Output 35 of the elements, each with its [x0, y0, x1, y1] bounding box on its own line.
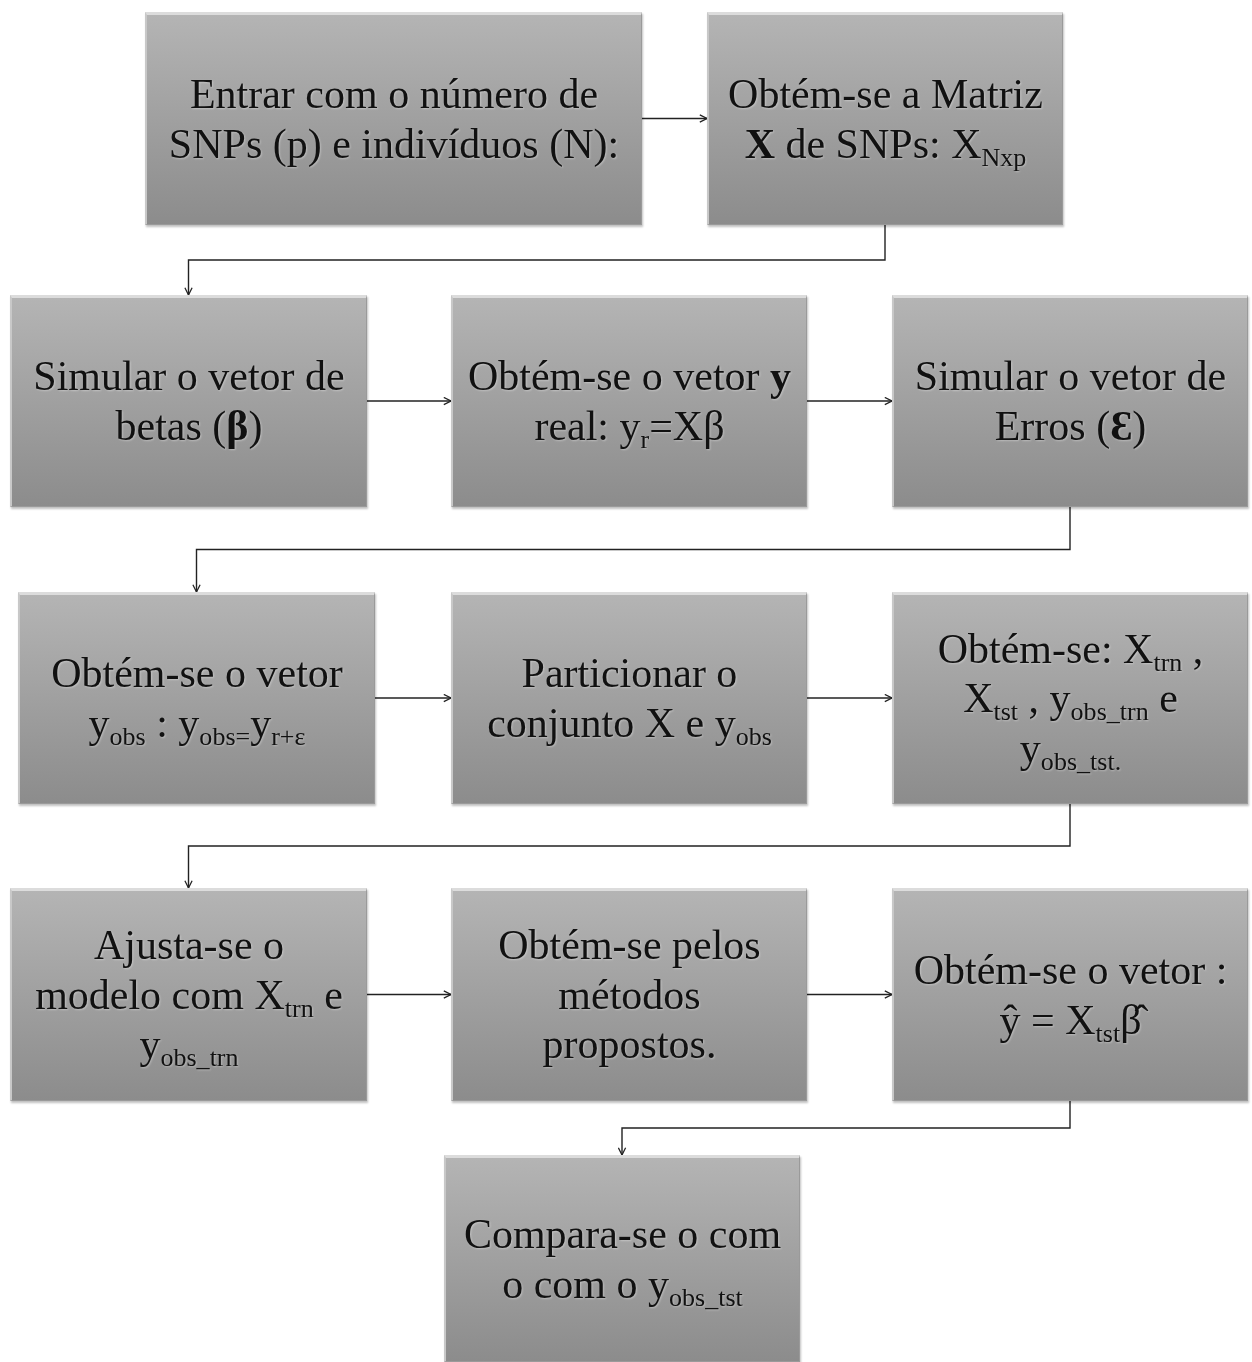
arrow [192, 506, 1071, 593]
arrow [374, 693, 452, 703]
process-box [145, 12, 642, 225]
process-box [10, 295, 367, 507]
arrow [184, 803, 1071, 889]
step-text: Simular o vetor de betas (β) [32, 352, 346, 451]
step-text: Obtém-se: X$_{trn}$ , X$_{tst}$ , y$_{obs_trn}$ e y$_{obs_tst.}$ [936, 624, 1205, 774]
step-text: Simular o vetor de Erros (Ɛ) [913, 352, 1228, 451]
arrow [806, 396, 893, 406]
arrow [366, 990, 452, 999]
process-box [892, 295, 1248, 507]
process-box [451, 888, 807, 1101]
step-text: Obtém-se o vetor y real: y$_{r}$=Xβ [467, 352, 792, 452]
arrow [366, 396, 452, 406]
step-text: Compara-se o com o com o y$_{obs_tst}$ [462, 1209, 783, 1310]
arrow [184, 224, 886, 296]
process-box [451, 592, 807, 804]
step-text: Obtém-se o vetor : ŷ = X$_{tst}$β̂ [912, 945, 1229, 1046]
arrow [806, 693, 893, 703]
process-box [892, 888, 1248, 1101]
step-text: Ajusta-se o modelo com X$_{trn}$ e y$_{obs_trn}$ [34, 921, 344, 1070]
step-text: Entrar com o número de SNPs (p) e indivíduos (N): [167, 69, 621, 169]
process-box [444, 1155, 800, 1362]
step-text: Obtém-se o vetor y$_{obs}$ : y$_{obs=}$y$_{r+ε}$ [50, 649, 344, 749]
arrow [617, 1100, 1071, 1156]
process-box [707, 12, 1063, 225]
process-box [18, 592, 375, 804]
process-box [892, 592, 1248, 804]
step-text: Obtém-se pelos métodos propostos. [497, 921, 762, 1070]
step-text: Obtém-se a Matriz X de SNPs: X$_{Nxp}$ [727, 69, 1044, 170]
process-box [451, 295, 807, 507]
arrow [806, 990, 893, 999]
arrow [641, 114, 708, 123]
step-text: Particionar o conjunto X e y$_{obs}$ [486, 649, 773, 749]
process-box [10, 888, 367, 1101]
